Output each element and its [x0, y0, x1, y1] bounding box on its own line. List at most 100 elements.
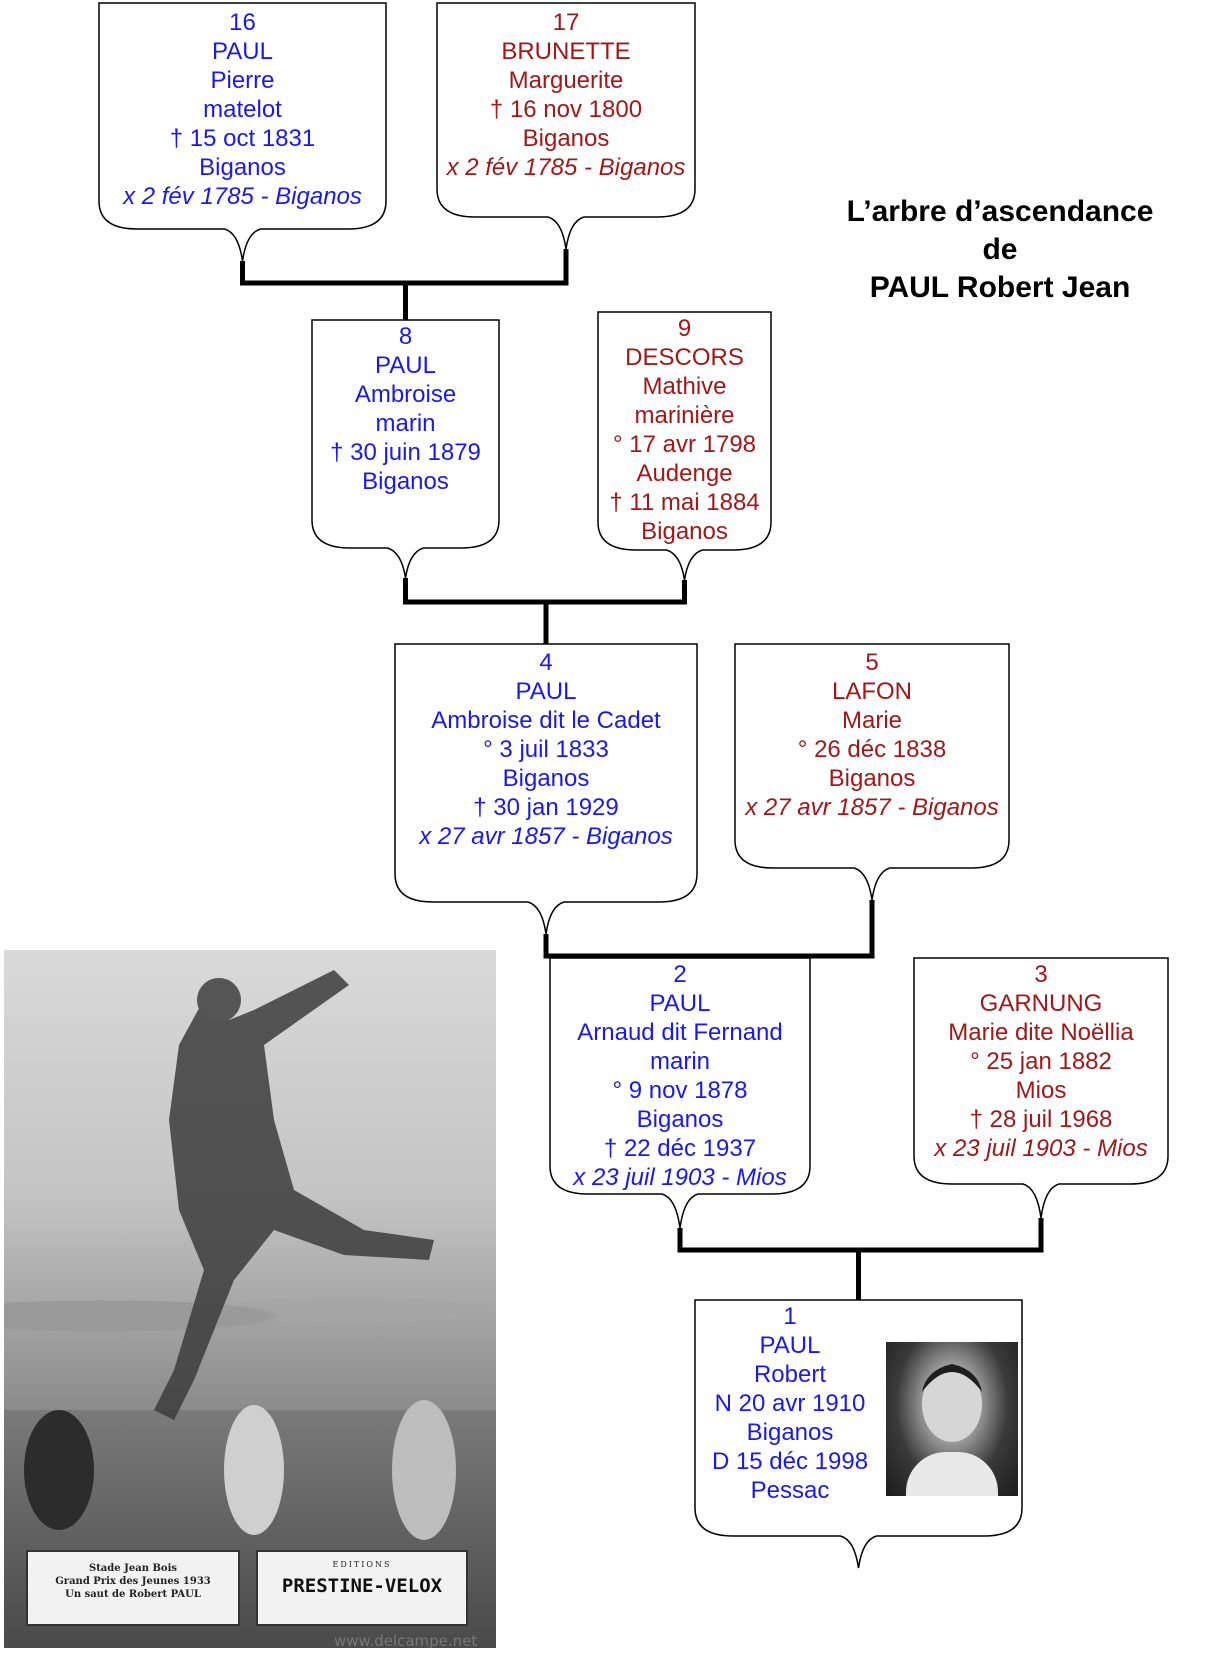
p3-line-1: GARNUNG [979, 990, 1103, 1017]
p9-line-2: Mathive [642, 373, 727, 400]
p3-line-2: Marie dite Noëllia [948, 1019, 1134, 1046]
p3-line-5: † 28 juil 1968 [969, 1106, 1113, 1133]
p2-marriage: x 23 juil 1903 - Mios [573, 1164, 787, 1191]
publisher-small-label: EDITIONS [332, 1560, 392, 1569]
portrait-face [922, 1364, 982, 1442]
p8-line-3: marin [375, 410, 436, 437]
title-line-1: L’arbre d’ascendance [846, 195, 1154, 228]
p4-line-4: Biganos [502, 765, 590, 792]
shield-p4 [394, 643, 698, 935]
p3-line-0: 3 [1034, 961, 1048, 988]
p1-line-4: Biganos [746, 1419, 834, 1446]
p9-line-4: ° 17 avr 1798 [612, 431, 757, 458]
p2-line-3: marin [649, 1048, 710, 1075]
p5-line-1: LAFON [831, 678, 912, 705]
p16-marriage: x 2 fév 1785 - Biganos [123, 183, 362, 210]
p1-line-3: N 20 avr 1910 [714, 1390, 866, 1417]
p5-marriage: x 27 avr 1857 - Biganos [745, 794, 999, 821]
p9-line-1: DESCORS [625, 344, 744, 371]
portrait-photo [886, 1342, 1018, 1496]
p5-line-2: Marie [841, 707, 902, 734]
connector-p2-p3 [677, 1218, 1044, 1300]
p2-line-5: Biganos [636, 1106, 724, 1133]
shield-p16 [98, 2, 387, 262]
p2-line-1: PAUL [649, 990, 711, 1017]
p5-line-4: Biganos [828, 765, 916, 792]
p16-line-4: † 15 oct 1831 [169, 125, 316, 152]
athlete-photograph: Stade Jean Bois Grand Prix des Jeunes 19… [4, 950, 496, 1648]
jumper-figure [24, 970, 456, 1540]
connector-p16-p17 [240, 249, 569, 320]
p8-line-5: Biganos [362, 468, 449, 495]
p2-line-0: 2 [673, 961, 687, 988]
p17-line-3: † 16 nov 1800 [489, 96, 643, 123]
p9-line-5: Audenge [636, 460, 733, 487]
tree-connectors [240, 249, 1044, 1300]
p9-line-0: 9 [677, 315, 692, 342]
p17-line-4: Biganos [522, 125, 610, 152]
p3-line-3: ° 25 jan 1882 [970, 1048, 1112, 1075]
p17-line-2: Marguerite [508, 67, 624, 94]
p1-line-5: D 15 déc 1998 [711, 1448, 869, 1475]
photo-caption-right: EDITIONS PRESTINE-VELOX [256, 1550, 468, 1626]
caption-line-1: Stade Jean Bois [88, 1563, 178, 1574]
connector-p4-p5 [543, 900, 875, 959]
p5-line-0: 5 [865, 649, 879, 676]
title-line-3: PAUL Robert Jean [869, 271, 1131, 304]
p4-line-0: 4 [539, 649, 553, 676]
p5-line-3: ° 26 déc 1838 [797, 736, 947, 763]
photo-background-trees [4, 1280, 496, 1340]
shield-p17 [436, 2, 696, 250]
photo-watermark: www.delcampe.net [334, 1632, 478, 1648]
p9-line-3: marinière [634, 402, 735, 429]
connector-p8-p9 [403, 578, 687, 644]
p1-line-6: Pessac [750, 1477, 830, 1504]
p4-line-3: ° 3 juil 1833 [483, 736, 609, 763]
p17-line-0: 17 [552, 9, 580, 36]
p4-line-1: PAUL [515, 678, 577, 705]
p8-line-2: Ambroise [354, 381, 457, 408]
p16-line-2: Pierre [210, 67, 275, 94]
p16-line-1: PAUL [212, 38, 273, 65]
p16-line-3: matelot [203, 96, 282, 123]
p1-line-2: Robert [753, 1361, 827, 1388]
p8-line-0: 8 [398, 323, 413, 350]
tree-title: L’arbre d’ascendance de PAUL Robert Jean [790, 193, 1210, 307]
shield-p3 [913, 957, 1169, 1219]
title-line-2: de [982, 233, 1018, 266]
p17-line-1: BRUNETTE [501, 38, 631, 65]
shield-p9 [597, 311, 772, 581]
shield-p5 [734, 643, 1010, 901]
p9-line-7: Biganos [641, 518, 728, 545]
publisher-name: PRESTINE-VELOX [281, 1575, 443, 1597]
p2-line-4: ° 9 nov 1878 [612, 1077, 748, 1104]
photo-caption-left: Stade Jean Bois Grand Prix des Jeunes 19… [26, 1550, 240, 1626]
p17-marriage: x 2 fév 1785 - Biganos [446, 154, 686, 181]
p16-line-5: Biganos [199, 154, 286, 181]
p2-line-2: Arnaud dit Fernand [577, 1019, 783, 1046]
shield-p2 [549, 957, 811, 1229]
p2-line-6: † 22 déc 1937 [603, 1135, 757, 1162]
p1-line-0: 1 [783, 1303, 797, 1330]
p16-line-0: 16 [229, 9, 256, 36]
p3-marriage: x 23 juil 1903 - Mios [934, 1135, 1148, 1162]
p3-line-4: Mios [1015, 1077, 1067, 1104]
p4-line-5: † 30 jan 1929 [473, 794, 619, 821]
caption-line-3: Un saut de Robert PAUL [65, 1589, 201, 1600]
p4-marriage: x 27 avr 1857 - Biganos [419, 823, 673, 850]
shield-p8 [311, 319, 500, 579]
p1-line-1: PAUL [759, 1332, 821, 1359]
p8-line-4: † 30 juin 1879 [330, 439, 481, 466]
caption-line-2: Grand Prix des Jeunes 1933 [55, 1576, 211, 1587]
p8-line-1: PAUL [375, 352, 436, 379]
p9-line-6: † 11 mai 1884 [609, 489, 760, 516]
